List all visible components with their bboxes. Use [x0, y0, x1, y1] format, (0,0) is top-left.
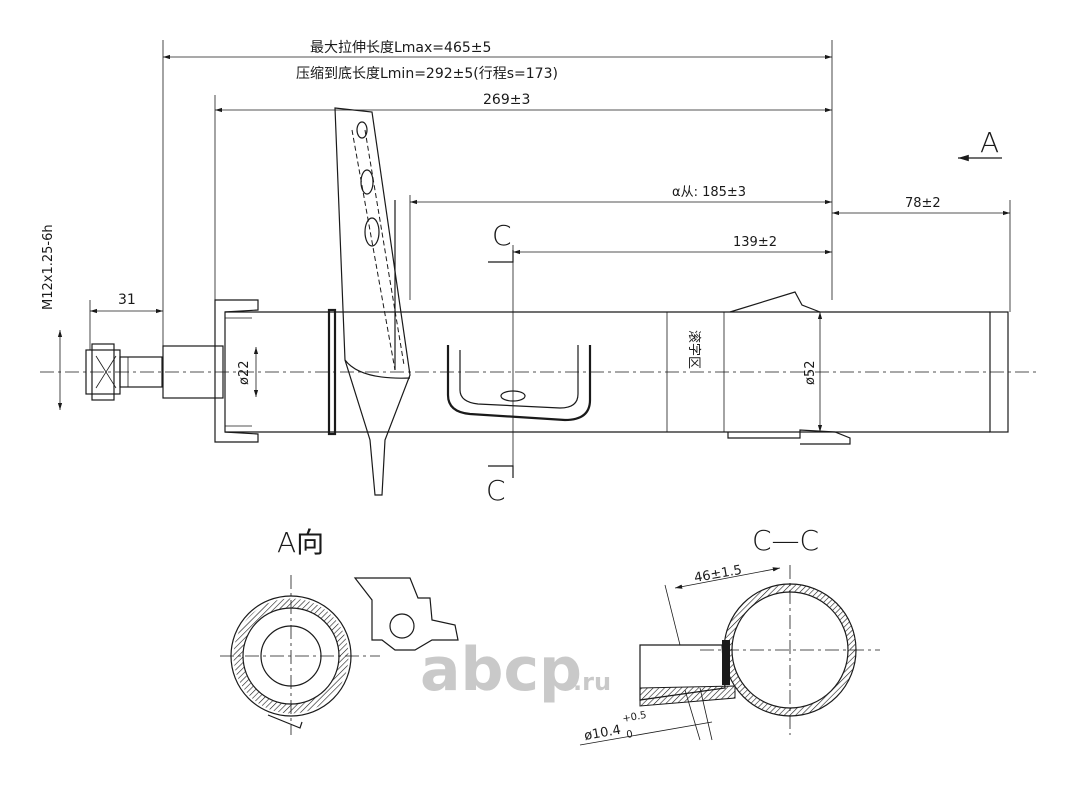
view-a-outer-ring [230, 595, 352, 717]
dim-22-text: ø22 [237, 361, 252, 386]
section-cc-title: C—C [752, 524, 819, 557]
dim-10-sup: +0.5 [622, 710, 648, 725]
watermark-brand: abcp [420, 635, 582, 705]
watermark-suffix: .ru [573, 668, 611, 696]
view-arrow-a: A [958, 126, 1002, 162]
thread-nut [85, 343, 163, 401]
view-a-ring-inner [242, 607, 340, 705]
u-clip [446, 345, 592, 422]
dim-lmin-text: 压缩到底长度Lmin=292±5(行程s=173) [296, 66, 558, 82]
dim-46-text: 46±1.5 [693, 563, 743, 586]
section-cc-inner [731, 591, 849, 709]
dim-46-line [674, 567, 781, 589]
dim-139-text: 139±2 [733, 235, 777, 250]
section-c-bottom: C [486, 465, 514, 507]
dim-269-text: 269±3 [483, 92, 530, 108]
view-a-clip [353, 577, 459, 651]
dim-10-ext2 [699, 687, 713, 741]
view-a: A向 [220, 526, 459, 735]
piston-rod [162, 345, 224, 399]
watermark: abcp .ru [420, 635, 611, 705]
knuckle-bracket [334, 107, 411, 496]
view-a-bottom-tab [267, 714, 303, 729]
dim-185-text: α从: 185±3 [672, 185, 746, 200]
dim-52-text: ø52 [803, 361, 818, 386]
section-c-bottom-label: C [486, 474, 506, 507]
section-cc-weld [722, 640, 730, 685]
lower-bracket [727, 291, 851, 445]
dim-10-sub: 0 [626, 729, 634, 741]
shock-body: 滚字区 [225, 308, 1009, 436]
dim-10-text: ø10.4 [583, 723, 622, 744]
view-a-clip-hole [389, 613, 415, 639]
dim-31-text: 31 [118, 292, 136, 308]
dim-78-text: 78±2 [905, 196, 941, 211]
section-cc-bracket-hatch [639, 685, 736, 707]
dim-10-line [579, 721, 713, 746]
section-c-top: C [488, 219, 514, 263]
dim-46-ext [664, 584, 681, 646]
view-a-inner-circle [260, 625, 322, 687]
section-c-top-label: C [492, 219, 512, 252]
main-view: 最大拉伸长度Lmax=465±5 压缩到底长度Lmin=292±5(行程s=17… [40, 40, 1040, 507]
dim-thread-text: M12x1.25-6h [41, 224, 56, 310]
view-a-title: A向 [277, 526, 324, 559]
roll-zone-label: 滚字区 [686, 330, 702, 369]
view-a-hatch-ring [233, 598, 349, 714]
dim-10-ext1 [684, 689, 701, 741]
dim-lmax-text: 最大拉伸长度Lmax=465±5 [310, 40, 491, 56]
view-arrow-a-label: A [980, 126, 999, 159]
section-cc: C—C 46±1.5 ø10.4 +0.5 0 [579, 524, 880, 746]
